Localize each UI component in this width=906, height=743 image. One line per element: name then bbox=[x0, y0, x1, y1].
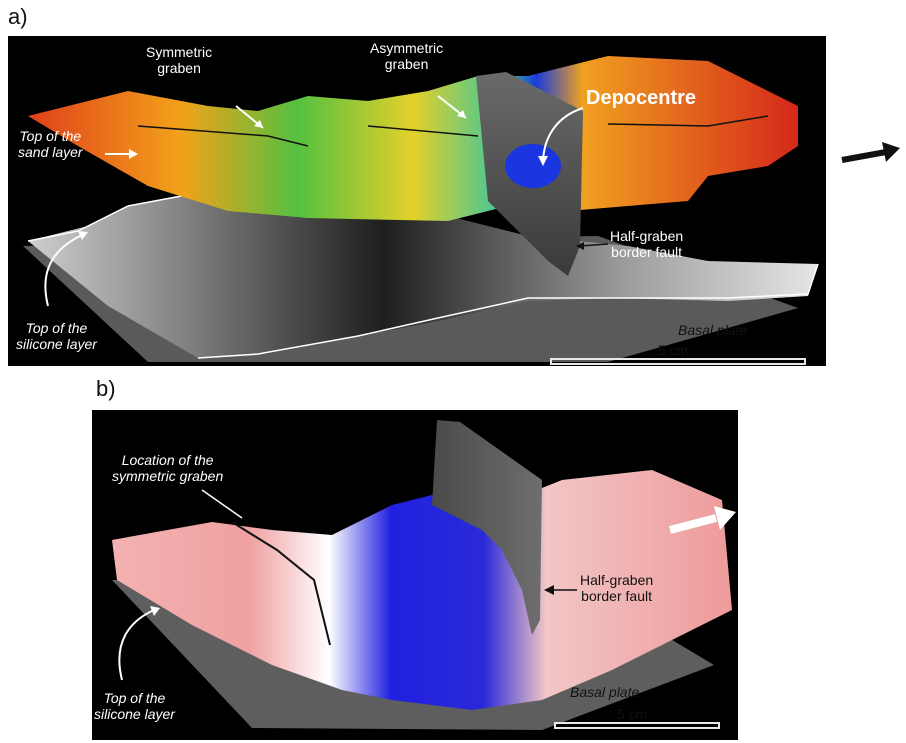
graben-cut-3 bbox=[607, 115, 769, 127]
depocentre-zone bbox=[505, 144, 561, 188]
arrowhead-asym bbox=[457, 110, 466, 118]
silicone-surface-b bbox=[112, 470, 732, 710]
label-top-silicone-a: Top of the silicone layer bbox=[16, 320, 97, 352]
graben-cut-2 bbox=[367, 125, 479, 137]
arrow-top-silicone-a bbox=[44, 233, 85, 307]
label-top-sand-line2: sand layer bbox=[18, 144, 83, 160]
label-symmetric-line2: graben bbox=[157, 60, 201, 76]
label-symmetric-graben: Symmetric graben bbox=[146, 44, 212, 76]
label-location-symmetric: Location of the symmetric graben bbox=[112, 452, 223, 484]
silicone-front-edge-a bbox=[197, 263, 819, 359]
silicone-surface-a bbox=[28, 191, 818, 358]
panel-b-figure: Location of the symmetric graben Half-gr… bbox=[92, 410, 738, 740]
label-top-sand: Top of the sand layer bbox=[18, 128, 83, 160]
half-graben-fault-b bbox=[432, 420, 542, 635]
label-hg-a-line1: Half-graben bbox=[610, 228, 684, 244]
arrow-half-graben-a bbox=[579, 243, 609, 247]
arrowhead-sil-a bbox=[78, 231, 88, 240]
arrowhead-sym bbox=[254, 120, 263, 128]
scale-label-a: 5 cm bbox=[657, 342, 689, 358]
extension-arrow-a bbox=[841, 142, 900, 163]
panel-b-render bbox=[112, 420, 732, 730]
label-sil-a-line2: silicone layer bbox=[16, 336, 97, 352]
label-asymmetric-line2: graben bbox=[384, 56, 429, 72]
label-basal-plate-b: Basal plate bbox=[570, 684, 640, 700]
arrowhead-hg-b bbox=[544, 585, 554, 595]
label-asymmetric-graben: Asymmetric graben bbox=[370, 40, 443, 72]
label-hg-b-line2: border fault bbox=[581, 588, 652, 604]
symmetric-graben-trace bbox=[231, 521, 331, 646]
extension-arrow-b bbox=[668, 506, 736, 534]
label-sil-a-line1: Top of the bbox=[25, 320, 88, 336]
arrowhead-depo bbox=[538, 156, 548, 166]
arrowhead-hg-a bbox=[576, 242, 584, 250]
label-hg-b-line1: Half-graben bbox=[580, 572, 654, 588]
label-sil-b-line1: Top of the bbox=[103, 690, 166, 706]
label-asymmetric-line1: Asymmetric bbox=[370, 40, 444, 56]
panel-a-figure: Symmetric graben Asymmetric graben Depoc… bbox=[8, 36, 826, 366]
label-loc-line1: Location of the bbox=[121, 452, 214, 468]
label-half-graben-a: Half-graben border fault bbox=[610, 228, 683, 260]
scale-bar-a bbox=[550, 358, 806, 365]
silicone-edge-a bbox=[27, 190, 209, 242]
panel-b-label: b) bbox=[96, 376, 116, 401]
label-sil-b-line2: silicone layer bbox=[94, 706, 175, 722]
label-loc-line2: symmetric graben bbox=[112, 468, 224, 484]
arrow-top-silicone-b bbox=[118, 609, 155, 681]
panel-a-render bbox=[23, 56, 819, 362]
arrowhead-sand bbox=[129, 149, 138, 159]
scale-bar-b bbox=[554, 722, 720, 729]
label-top-silicone-b: Top of the silicone layer bbox=[94, 690, 175, 722]
panel-a-label: a) bbox=[8, 4, 28, 29]
label-depocentre: Depocentre bbox=[586, 87, 697, 109]
graben-cut-1 bbox=[137, 125, 309, 147]
label-hg-a-line2: border fault bbox=[611, 244, 682, 260]
sand-surface-a bbox=[28, 56, 798, 221]
arrow-location-symmetric bbox=[201, 489, 243, 519]
label-top-sand-line1: Top of the bbox=[19, 128, 82, 144]
arrowhead-sil-b bbox=[150, 606, 160, 616]
scale-label-b: 5 cm bbox=[616, 706, 648, 722]
label-basal-plate-a: Basal plate bbox=[678, 322, 748, 338]
label-symmetric-line1: Symmetric bbox=[146, 44, 213, 60]
label-half-graben-b: Half-graben border fault bbox=[580, 572, 653, 604]
